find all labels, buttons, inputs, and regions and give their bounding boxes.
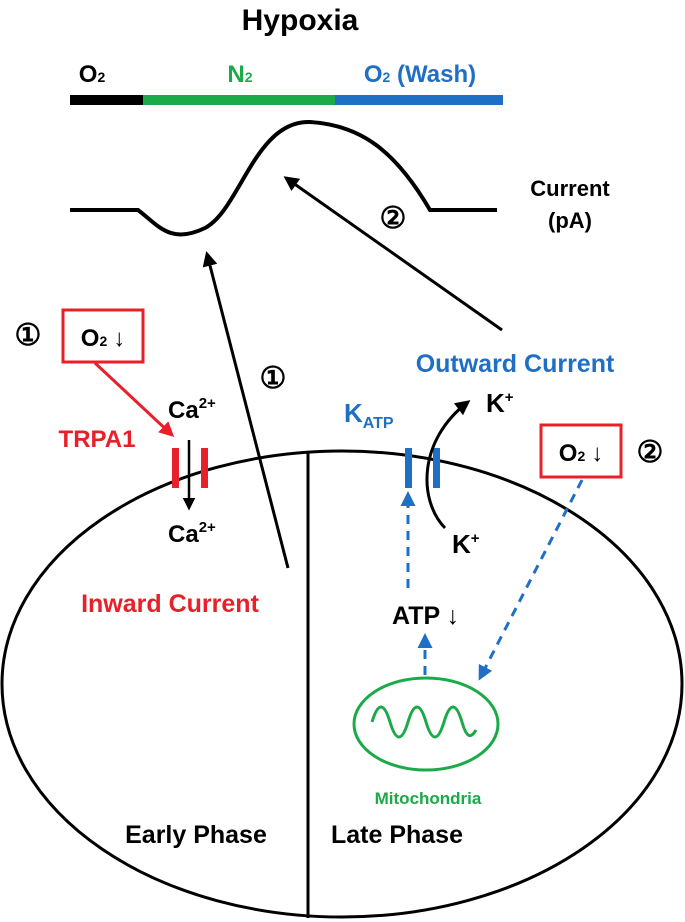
o2-to-trpa1-arrow: [93, 361, 175, 438]
ca-outside-label: Ca2+: [168, 395, 216, 424]
inward-arrow: [202, 251, 290, 569]
early-o2-label: O2↓: [81, 325, 125, 352]
current-unit: (pA): [548, 208, 592, 233]
title: Hypoxia: [242, 4, 359, 37]
o2-bar-label: O2: [79, 61, 106, 88]
late-phase-label: Late Phase: [331, 821, 463, 849]
trpa1-label: TRPA1: [59, 426, 136, 453]
inward-current-label: Inward Current: [81, 590, 259, 618]
wash-bar: [335, 95, 503, 105]
k-inside-label: K+: [452, 529, 480, 559]
step-2-marker-right: ②: [637, 436, 664, 469]
mitochondria-label: Mitochondria: [375, 789, 482, 808]
katp-channel-right: [433, 448, 440, 488]
trpa1-channel-left: [172, 448, 179, 488]
step-1-marker-mid: ①: [260, 362, 287, 395]
n2-bar-label: N2: [227, 61, 252, 88]
n2-bar: [143, 95, 335, 105]
cell-membrane: [0, 449, 684, 919]
early-phase-label: Early Phase: [125, 821, 267, 849]
katp-channel-left: [405, 448, 412, 488]
late-o2-box: [539, 423, 623, 479]
o2-bar: [70, 95, 143, 105]
katp-label: KATP: [344, 398, 394, 432]
k-efflux-arrow: [425, 400, 471, 530]
trpa1-channel-right: [201, 448, 208, 488]
atp-label: ATP ↓: [392, 602, 459, 630]
late-o2-label: O2↓: [559, 440, 603, 467]
outward-arrow: [283, 176, 503, 332]
mitochondria-cristae: [370, 705, 478, 739]
o2-to-mito-arrow: [478, 479, 584, 681]
step-2-marker-top: ②: [380, 202, 407, 235]
early-o2-box: [61, 308, 145, 364]
step-1-marker-left: ①: [15, 319, 42, 352]
current-trace: [70, 119, 497, 237]
outward-current-label: Outward Current: [416, 350, 615, 378]
wash-bar-label: O2 (Wash): [364, 61, 476, 88]
k-outside-label: K+: [486, 388, 514, 418]
ca-inside-label: Ca2+: [168, 519, 216, 548]
current-label: Current: [530, 176, 610, 201]
